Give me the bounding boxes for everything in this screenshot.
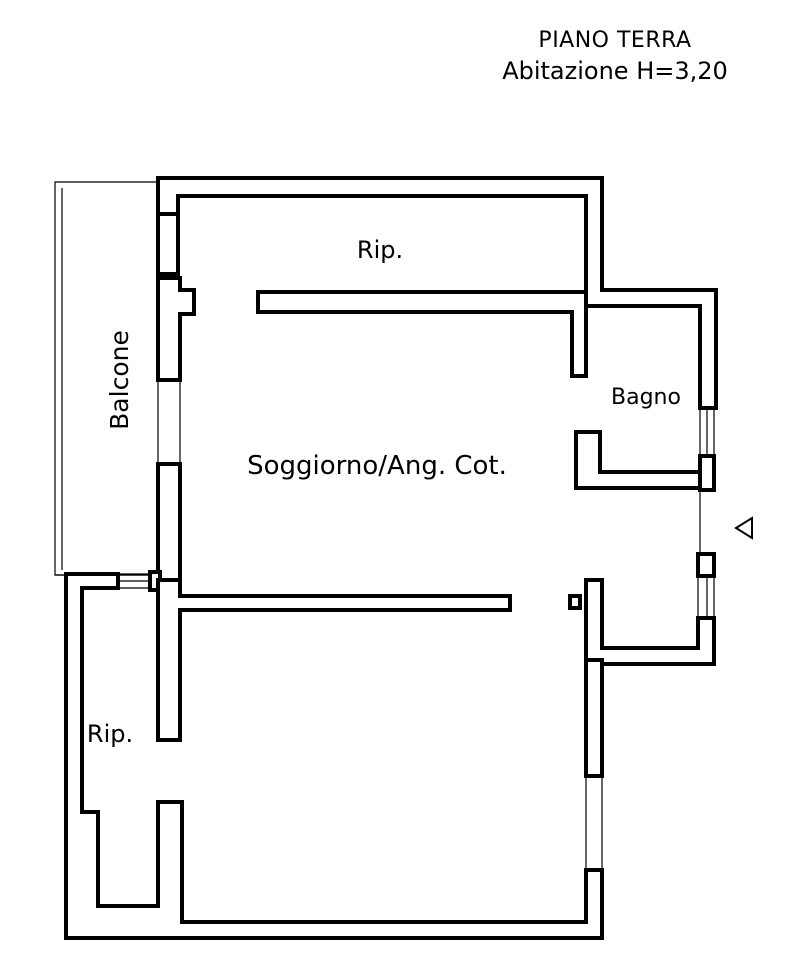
room-label-rip-top: Rip. [357, 236, 403, 264]
room-label-bagno: Bagno [611, 385, 681, 410]
room-label-rip-left: Rip. [87, 720, 133, 748]
room-label-soggiorno: Soggiorno/Ang. Cot. [247, 451, 507, 481]
left-wall [118, 212, 196, 592]
floor-subtitle: Abitazione H=3,20 [502, 57, 728, 85]
room-label-balcone: Balcone [105, 330, 134, 430]
entrance-arrow-icon [734, 516, 753, 540]
interior-walls [156, 290, 702, 742]
plan-title-block: PIANO TERRA Abitazione H=3,20 [485, 28, 745, 85]
floor-title: PIANO TERRA [538, 28, 692, 53]
